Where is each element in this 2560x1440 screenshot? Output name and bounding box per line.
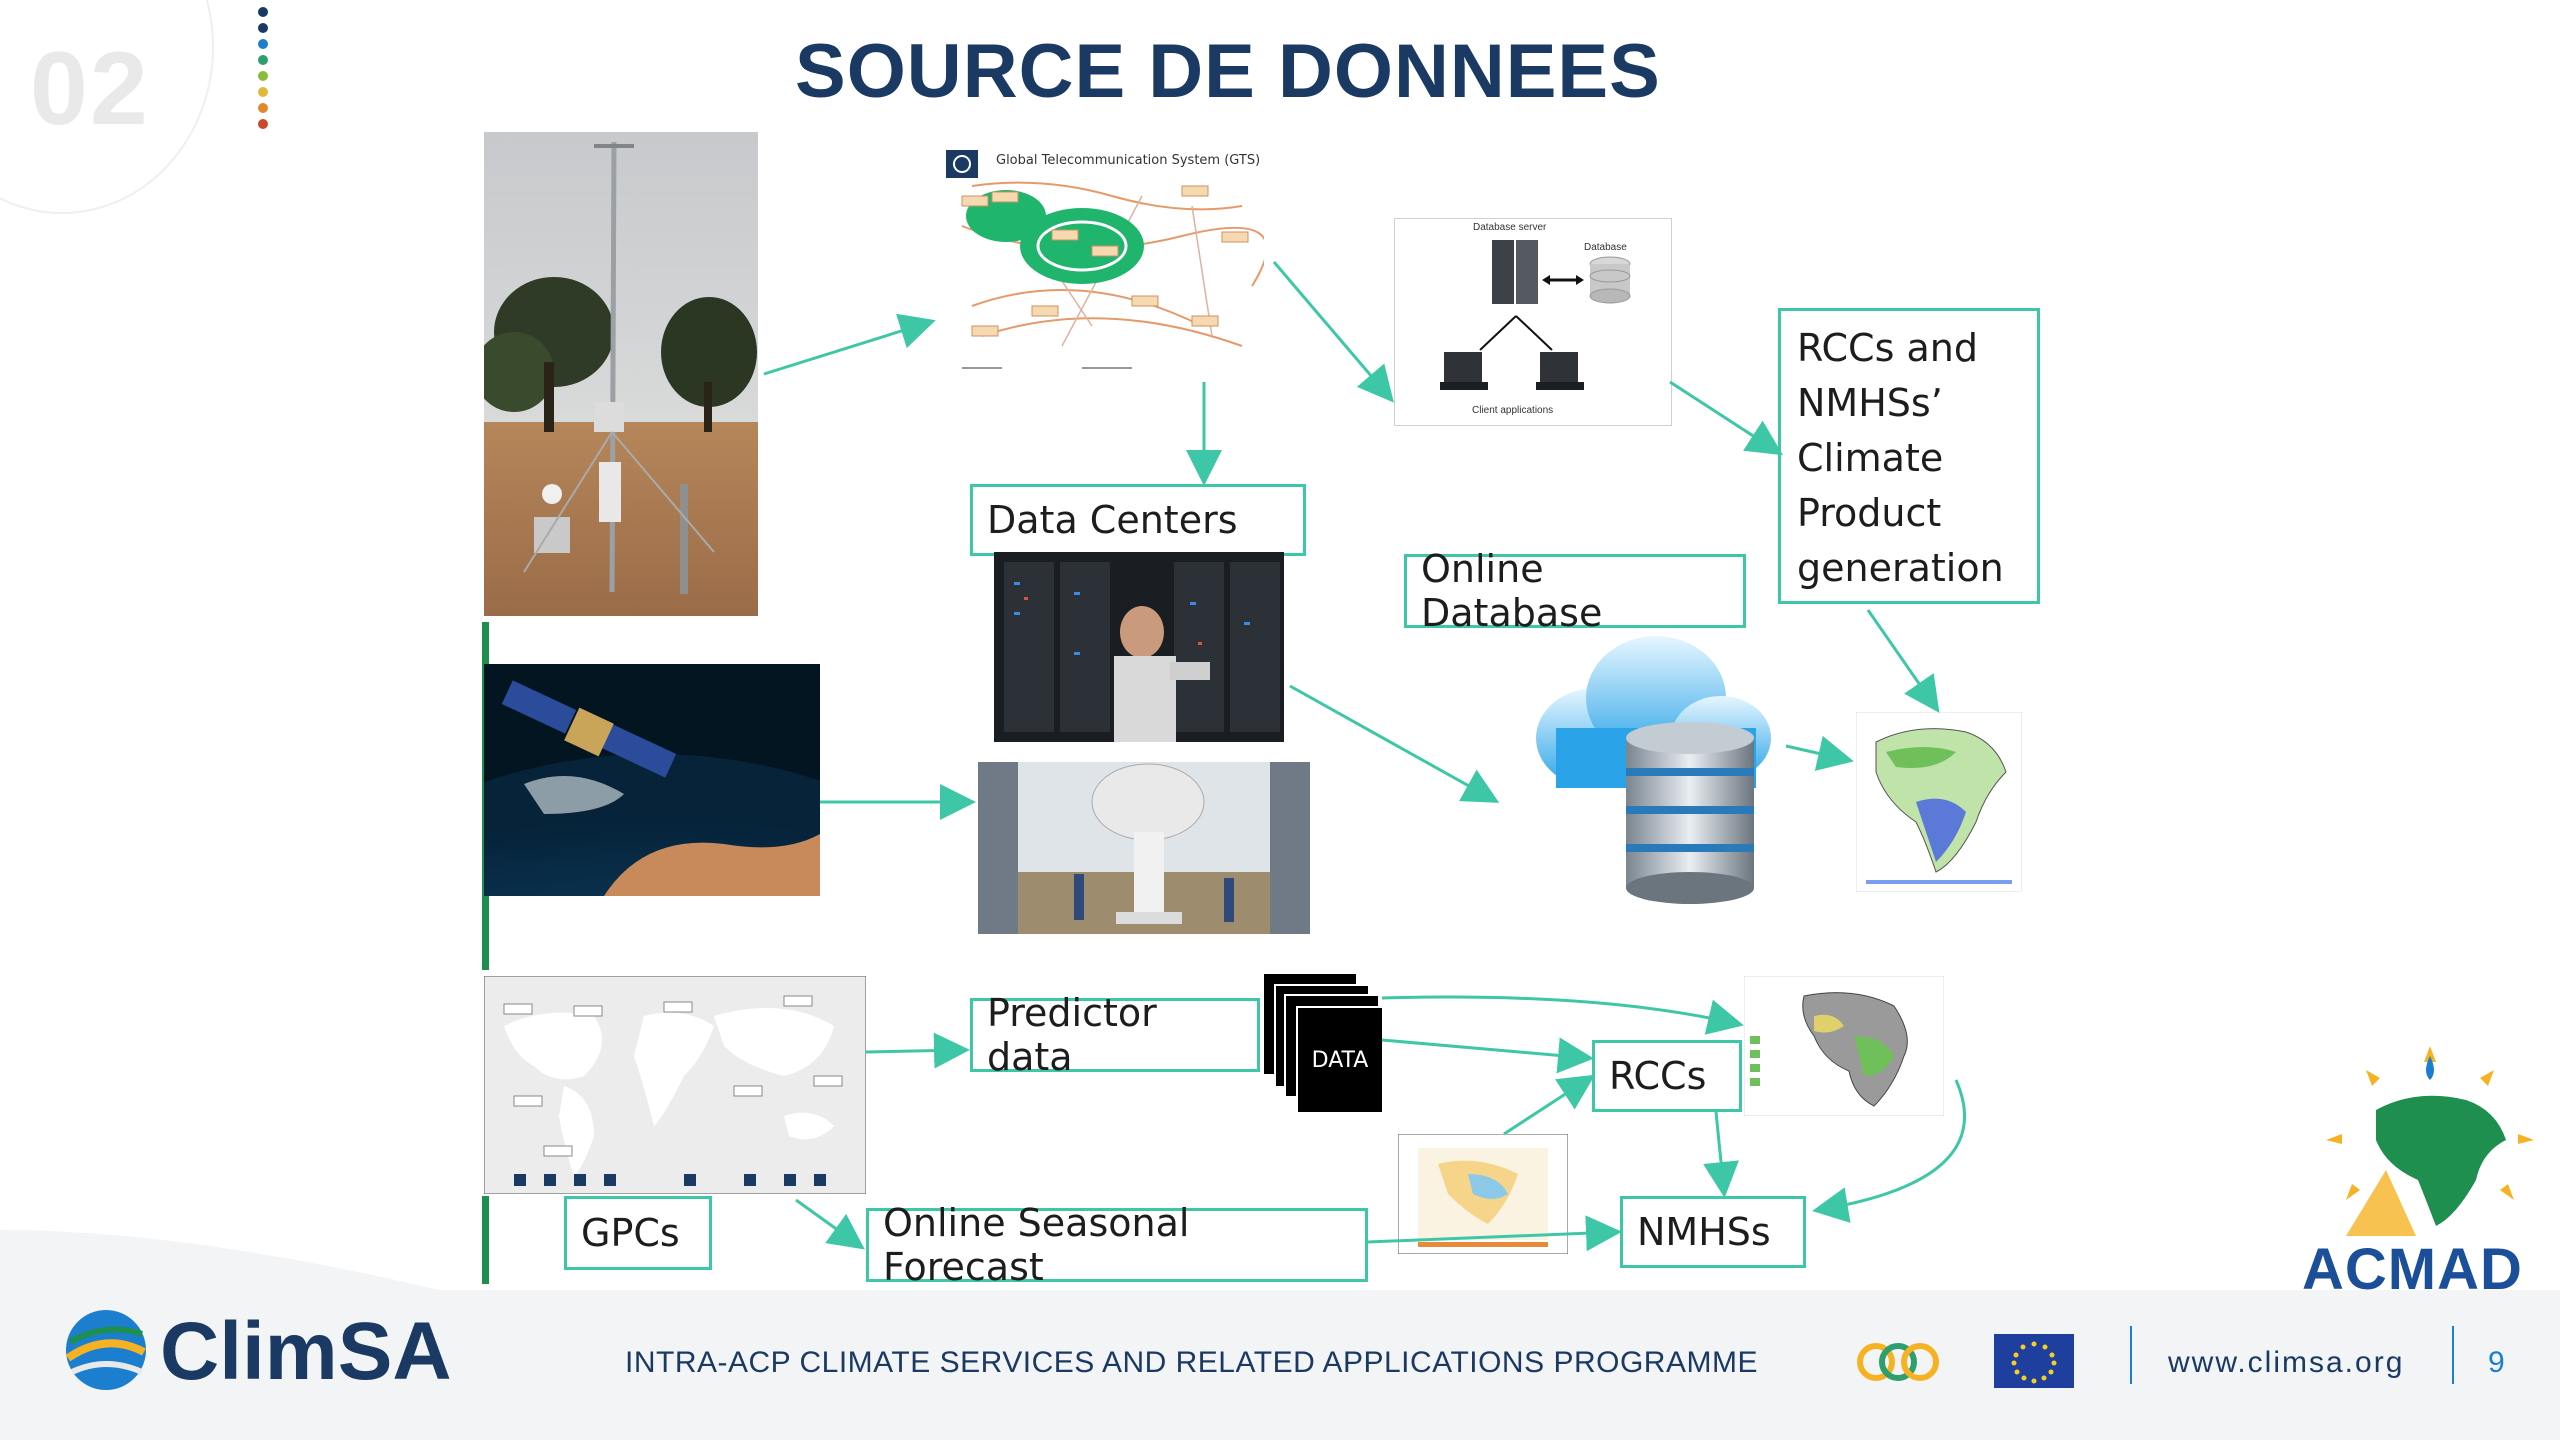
footer-divider-2: [2452, 1326, 2454, 1384]
gts-caption: Global Telecommunication System (GTS): [996, 153, 1261, 168]
online-seasonal-forecast-box: Online Seasonal Forecast: [866, 1201, 1368, 1289]
side-bar-lower: [482, 1196, 489, 1284]
database-cylinder-icon: [1589, 256, 1631, 304]
seasonal-forecast-map: [1398, 1134, 1568, 1254]
climate-product-line-3: Climate: [1797, 436, 1944, 480]
programme-name: INTRA-ACP CLIMATE SERVICES AND RELATED A…: [625, 1346, 1758, 1379]
db-label: Database: [1584, 242, 1627, 253]
satellite-photo: [484, 664, 820, 896]
climate-product-line-4: Product: [1797, 491, 1942, 535]
rccs-box: RCCs: [1592, 1040, 1742, 1112]
predictor-data-box: Predictor data: [970, 991, 1260, 1079]
laptop-icon: [1440, 352, 1584, 390]
gpc-world-map: [484, 976, 866, 1194]
footer-divider-1: [2130, 1326, 2132, 1384]
gpcs-box: GPCs: [564, 1196, 712, 1270]
africa-rainfall-map: [1856, 712, 2022, 892]
eu-flag-icon: [1994, 1334, 2074, 1388]
climate-product-line-5: generation: [1797, 546, 2004, 590]
climsa-logo-text: ClimSA: [160, 1306, 452, 1397]
globe-logo-icon: [65, 1310, 146, 1390]
db-server-label: Database server: [1473, 222, 1547, 233]
nmhss-box: NMHSs: [1620, 1196, 1806, 1268]
climate-product-line-1: RCCs and: [1797, 326, 1978, 370]
weather-station-photo: [484, 132, 758, 616]
satellite-icon: [501, 680, 677, 778]
climate-product-box: RCCs and NMHSs’ Climate Product generati…: [1778, 308, 2040, 604]
client-apps-label: Client applications: [1472, 405, 1554, 416]
footer-band: [0, 1290, 2560, 1440]
section-dots-icon: [258, 7, 268, 129]
footer-curve: [0, 1230, 480, 1300]
server-icon: [1479, 240, 1584, 351]
page-number: 9: [2488, 1346, 2505, 1379]
climate-product-line-2: NMHSs’: [1797, 381, 1943, 425]
data-stack-label: DATA: [1296, 1006, 1384, 1114]
gts-network-map: [942, 146, 1264, 378]
data-center-photo: [994, 552, 1284, 742]
africa-forecast-map: [1744, 976, 1944, 1116]
page-title: SOURCE DE DONNEES: [795, 29, 1661, 114]
section-number: 02: [30, 31, 150, 147]
online-database-box: Online Database: [1404, 547, 1746, 635]
radar-antenna-photo: [978, 762, 1310, 934]
africa-logo-icon: [2326, 1046, 2534, 1236]
cloud-database-icon: [1536, 636, 1771, 904]
acp-logo-icon: [1857, 1343, 1939, 1381]
website-link[interactable]: www.climsa.org: [2168, 1346, 2405, 1379]
